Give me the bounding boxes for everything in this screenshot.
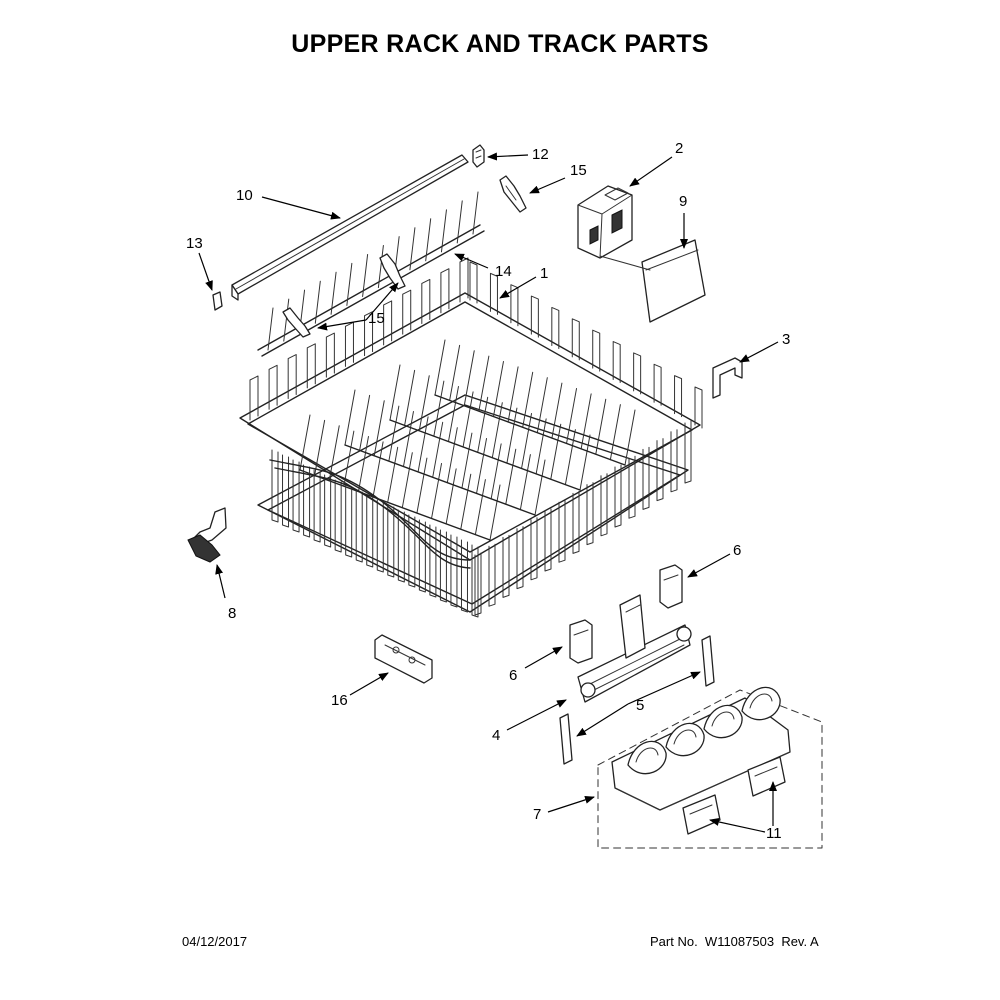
callout-3: 3 xyxy=(782,331,790,348)
callout-7: 7 xyxy=(533,806,541,823)
callout-5: 5 xyxy=(636,697,644,714)
adjuster-cover[interactable] xyxy=(599,239,706,323)
callout-13: 13 xyxy=(186,235,203,252)
rail-end-cap[interactable] xyxy=(212,291,223,311)
shelf-clip-a[interactable] xyxy=(682,794,721,835)
tine-clip-upper[interactable] xyxy=(499,175,527,213)
rail-end-clip[interactable] xyxy=(472,144,485,168)
rack-rail[interactable] xyxy=(231,154,469,301)
track-clip-upper[interactable] xyxy=(659,564,683,609)
callout-16: 16 xyxy=(331,692,348,709)
callout-8: 8 xyxy=(228,605,236,622)
rack-wheel-holder[interactable] xyxy=(187,507,227,563)
upper-rack[interactable] xyxy=(239,257,703,618)
callout-labels: 1 2 3 4 5 6 6 7 8 9 10 11 12 13 14 15 15… xyxy=(186,140,790,842)
callout-14: 14 xyxy=(495,263,512,280)
callout-10: 10 xyxy=(236,187,253,204)
rack-adjuster-housing[interactable] xyxy=(577,185,633,259)
track-stop-left[interactable] xyxy=(559,713,573,765)
track-stop-right[interactable] xyxy=(701,635,715,687)
part-number-label: Part No. xyxy=(650,934,698,949)
footer-part-info: Part No. W11087503 Rev. A xyxy=(650,934,819,949)
callout-9: 9 xyxy=(679,193,687,210)
rack-adjuster-track[interactable] xyxy=(577,594,692,703)
leader-lines xyxy=(198,152,779,833)
callout-6-upper: 6 xyxy=(733,542,741,559)
revision-label: Rev. xyxy=(781,934,808,949)
footer-date: 04/12/2017 xyxy=(182,934,248,949)
page-title: UPPER RACK AND TRACK PARTS xyxy=(291,30,709,58)
part-number: W11087503 xyxy=(704,934,775,949)
shelf-clip-b[interactable] xyxy=(747,756,786,797)
callout-6-lower: 6 xyxy=(509,667,517,684)
rack-stop-clip[interactable] xyxy=(712,357,743,399)
rack-bracket[interactable] xyxy=(374,634,433,684)
callout-11: 11 xyxy=(766,825,782,842)
tine-clip-lower[interactable] xyxy=(282,253,406,338)
revision: A xyxy=(809,934,819,949)
callout-15-upper: 15 xyxy=(570,162,587,179)
track-clip-lower[interactable] xyxy=(569,619,593,664)
callout-1: 1 xyxy=(540,265,548,282)
callout-12: 12 xyxy=(532,146,549,163)
callout-15-lower: 15 xyxy=(368,310,385,327)
cup-shelf-kit[interactable] xyxy=(597,686,823,849)
callout-4: 4 xyxy=(492,727,500,744)
callout-2: 2 xyxy=(675,140,683,157)
